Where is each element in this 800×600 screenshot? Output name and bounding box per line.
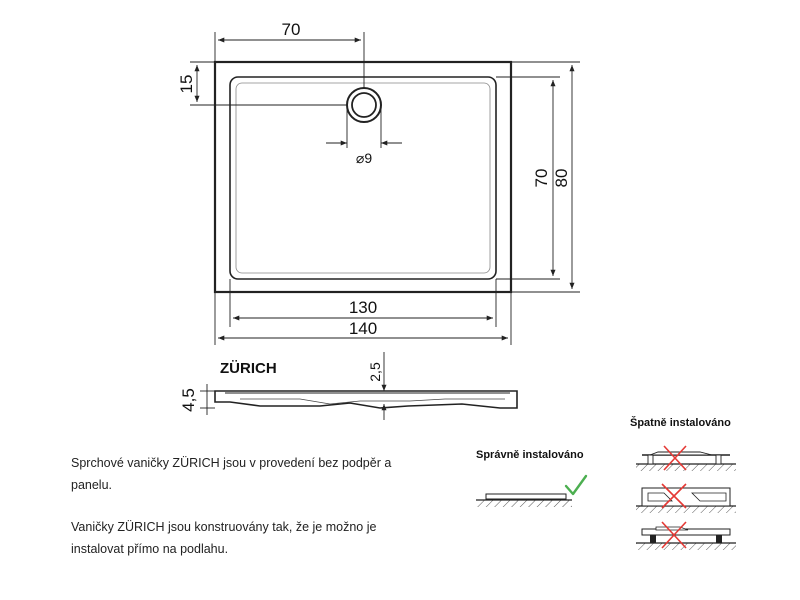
drain-inner [351,92,377,118]
product-title: ZÜRICH [220,360,277,377]
dim-outer-height: 80 [552,169,571,188]
dim-inner-height: 70 [532,169,551,188]
wrong-install-figures: Špatně instalováno [630,416,736,550]
tray-inner-edge [235,82,491,274]
correct-install-figure: Správně instalováno [476,449,588,507]
dim-drain-diameter: ⌀9 [356,150,372,166]
tray-section-profile [214,390,518,409]
dim-tray-height: 4,5 [179,388,198,412]
wrong-install-3 [636,521,736,550]
cross-icon [661,521,687,549]
wrong-install-label: Špatně instalováno [630,416,731,429]
tray-inner-outline [229,76,497,280]
wrong-install-1 [636,445,736,471]
description-paragraph-1: Sprchové vaničky ZÜRICH jsou v provedení… [71,456,392,492]
description-paragraph-2: Vaničky ZÜRICH jsou konstruovány tak, že… [71,520,377,556]
correct-install-label: Správně instalováno [476,449,584,461]
checkmark-icon [564,474,588,496]
wrong-install-2 [636,483,736,513]
dim-drain-offset-y: 15 [177,75,196,94]
dim-outer-width: 140 [349,319,377,338]
dim-basin-depth: 2,5 [367,362,383,382]
tray-outer-outline [213,60,513,294]
dim-inner-width: 130 [349,298,377,317]
plan-view: ⌀9 70 15 70 80 130 140 [177,20,580,345]
section-view: ZÜRICH 4,5 2,5 [179,352,518,420]
cross-icon [663,445,687,471]
dim-drain-offset-x: 70 [282,20,301,39]
cross-icon [661,483,687,509]
